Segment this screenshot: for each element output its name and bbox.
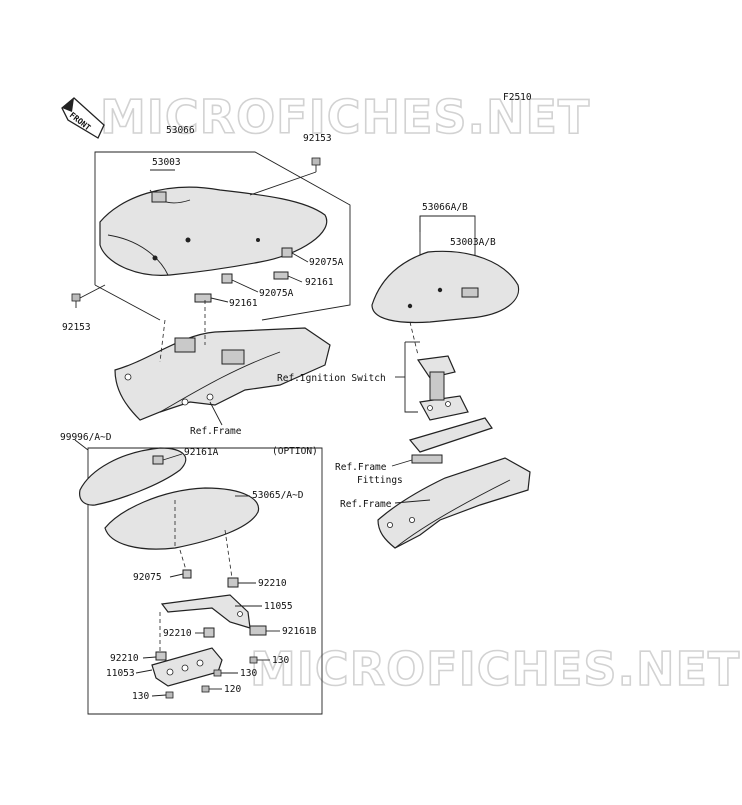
- label-53066: 53066: [166, 125, 195, 136]
- clip-92161-2: [194, 293, 212, 303]
- label-ref-frame-1: Ref.Frame: [190, 426, 242, 437]
- label-120: 120: [224, 684, 241, 695]
- label-92161-2: 92161: [229, 298, 258, 309]
- label-53066AB: 53066A/B: [422, 202, 468, 213]
- frame-right: [377, 457, 531, 549]
- label-92210-1: 92210: [258, 578, 287, 589]
- damper-92075A-2: [221, 273, 233, 284]
- watermark-bottom: MICROFICHES.NET: [250, 642, 740, 696]
- label-ref-frame-fittings-1: Ref.Frame: [335, 462, 387, 473]
- label-130-2: 130: [240, 668, 257, 679]
- seat-cover-53065: [104, 487, 260, 550]
- label-53003: 53003: [152, 157, 181, 168]
- label-99996: 99996/A~D: [60, 432, 112, 443]
- pillion-seat-group: 53066A/B 53003A/B Ref.Ignition Switch Re…: [277, 202, 531, 549]
- bolt-92153-left-icon: [71, 293, 81, 308]
- label-92210-3: 92210: [110, 653, 139, 664]
- label-92075A-2: 92075A: [259, 288, 294, 299]
- bolt-130-3-icon: [151, 691, 174, 699]
- clip-92161-1: [273, 271, 289, 280]
- label-53003AB: 53003A/B: [450, 237, 496, 248]
- option-group: (OPTION) 99996/A~D 92161A 53065/A~D 9207…: [60, 432, 323, 715]
- label-130-1: 130: [272, 655, 289, 666]
- frame-upper-left: Ref.Frame: [114, 300, 331, 437]
- bracket-53066: [94, 151, 351, 321]
- diagram-code: F2510: [503, 92, 532, 103]
- label-92161A: 92161A: [184, 447, 219, 458]
- label-92161-1: 92161: [305, 277, 334, 288]
- rider-seat: [99, 186, 328, 276]
- label-130-3: 130: [132, 691, 149, 702]
- pillion-seat: [371, 250, 520, 324]
- label-92153-top: 92153: [303, 133, 332, 144]
- damper-92075: [182, 569, 192, 579]
- clip-92161B: [249, 625, 267, 636]
- damper-92210-3: [155, 651, 167, 661]
- label-92210-2: 92210: [163, 628, 192, 639]
- option-box: [87, 447, 323, 715]
- frame-fittings: [408, 417, 493, 453]
- front-arrow-icon: FRONT: [61, 97, 105, 139]
- label-92075: 92075: [133, 572, 162, 583]
- label-11053: 11053: [106, 668, 135, 679]
- bolt-92153-top-icon: [311, 157, 321, 172]
- bolt-130-2-icon: [213, 669, 238, 677]
- bracket-11055: [160, 594, 251, 629]
- label-92075A-1: 92075A: [309, 257, 344, 268]
- label-92153-left: 92153: [62, 322, 91, 333]
- label-ref-ignition-switch: Ref.Ignition Switch: [277, 373, 386, 384]
- rider-seat-group: 53066 53003 92153 92075A 92161 92075A 92…: [62, 125, 351, 333]
- label-11055: 11055: [264, 601, 293, 612]
- damper-92210-2: [203, 627, 215, 638]
- bolt-130-1-icon: [249, 656, 270, 664]
- label-53065: 53065/A~D: [252, 490, 304, 501]
- label-option: (OPTION): [272, 446, 318, 457]
- watermark-top: MICROFICHES.NET: [100, 90, 590, 144]
- label-ref-frame-fittings-2: Fittings: [357, 475, 403, 486]
- label-ref-frame-2: Ref.Frame: [340, 499, 392, 510]
- damper-92210-1: [227, 577, 239, 588]
- damper-92075A-1: [281, 247, 293, 258]
- bolt-120-icon: [201, 685, 222, 693]
- label-92161B: 92161B: [282, 626, 317, 637]
